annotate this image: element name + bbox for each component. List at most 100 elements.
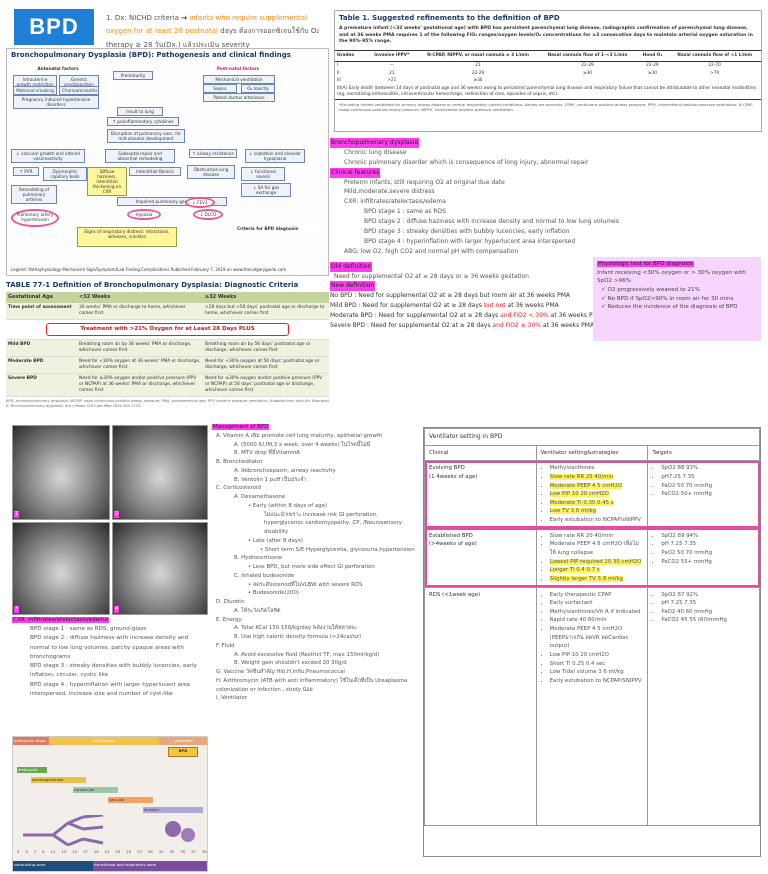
setting-text: Methylxanthines/Vit A if indicated	[549, 608, 641, 615]
nichd-criteria: 1. Dx: NICHD criteria → infants who requ…	[106, 12, 324, 52]
setting-item: Moderate Ti 0.35 0.45 s	[549, 499, 644, 508]
setting-item: Early therapeutic CPAP	[550, 591, 644, 600]
pathogenesis-box: Signs of respiratory distress: retractio…	[77, 227, 177, 247]
ventilator-row: Evolving BPD(1 4weeks of age)Methylxanth…	[424, 460, 760, 529]
management-subitem: B. Weight gain shouldn't exceed 20 30g/d	[234, 660, 347, 667]
management-list: A. Vitamin A เพิ่ม promote cell lung mat…	[212, 432, 417, 703]
table1-cell	[636, 77, 668, 85]
setting-text: Lowest PIP required 20 30 cmH2O	[549, 558, 642, 565]
old-def-line: Need for supplemental O2 at ≥ 28 days or…	[334, 272, 529, 280]
management-item: F. Fluid	[216, 642, 235, 649]
setting-text: Moderate PEEP 4 5 cmH2O	[549, 482, 623, 489]
week-tick: 33	[169, 849, 175, 854]
week-tick: 27	[137, 849, 142, 854]
management-subitem: B. Use high caloric density formula (>24…	[234, 634, 362, 640]
target-item: PaCO2 55+ mmHg	[661, 558, 755, 567]
ventilator-row: Established BPD(>4weeks of age)Slow rate…	[424, 527, 760, 588]
settings-cell: Early therapeutic CPAPEarly surfactantMe…	[535, 586, 649, 826]
setting-text: Early extubation to NCPAP/SNIPPV	[549, 677, 642, 684]
xray-line: BPD stage 2 : diffuse haziness with incr…	[30, 635, 189, 660]
moderate-bpd-tail: at 36 weeks PMA	[548, 312, 602, 320]
stage-line: BPD stage 2 : diffuse haziness with incr…	[364, 218, 619, 226]
moderate-bpd-text: Moderate BPD : Need for supplemental O2 …	[330, 312, 501, 320]
table1-footnote: *Excluding infants ventilated for primar…	[339, 101, 754, 112]
target-item: PaCO2 45 55 (60)mmHg	[661, 616, 755, 625]
setting-text: Moderate PEEP 4 8 cmH2O เพื่อไม่ให้ lung…	[549, 541, 639, 556]
physiologic-test-box: Physiologic test for BPD diagnosis Infan…	[593, 257, 761, 341]
severe-bpd-text: Severe BPD : Need for supplemental O2 at…	[330, 322, 493, 330]
lungdev-top-label: embryonic stage	[13, 737, 49, 745]
bpd-line: Chronic lung disease	[344, 148, 407, 156]
bpd-line: Chronic pulmonary disorder which is cons…	[344, 158, 589, 166]
management-subitem: B. MTV drop ที่มีVitaminA	[234, 450, 300, 457]
lungdev-stage: alveolar	[143, 807, 203, 813]
diagnostic-criteria-table: TABLE 77-1 Definition of Bronchopulmonar…	[6, 281, 329, 408]
physio-line: Infant receiving <30% oxygen or > 30% ox…	[597, 269, 746, 285]
stage-line: BPD stage 3 : streaky densities with bub…	[364, 228, 570, 236]
management-subitem: B. Ventolin 1 puff เป็นประจำ	[234, 476, 307, 483]
week-tick: 39	[201, 849, 207, 854]
clinical-text: RDS (<1week age)	[429, 591, 481, 598]
week-tick: 25	[126, 849, 132, 854]
table1-cell: >70	[710, 70, 720, 76]
xray-line: BPD stage 3 : streaky densities with bub…	[30, 663, 197, 679]
setting-text: Low TV 3 6 ml/kg	[549, 508, 597, 515]
setting-text: Early therapeutic CPAP	[549, 591, 612, 598]
management-item: E. Energy	[216, 616, 242, 623]
xray-line: BPD stage 1 : same as RDS, ground-glass	[30, 626, 147, 633]
pathogenesis-box: ↓ FEV1	[185, 197, 215, 209]
setting-text: Moderate PEEP 4 5 cmH2O (PEEPมากเกิน ลดV…	[549, 626, 629, 650]
target-item: SpO2 89 94%	[661, 532, 755, 541]
cxr-label: CXR: infiltrates/atelectasis/edema	[344, 198, 446, 206]
pathogenesis-box: Maternal smoking	[13, 86, 57, 96]
xray-image: 4	[112, 522, 208, 615]
target-item: PaO2 40 60 mmHg	[661, 608, 755, 617]
stage-line: BPD stage 1 : same as RDS	[364, 208, 447, 216]
week-tick: 17	[83, 849, 88, 854]
table77-footnote: BPD, bronchopulmonary dysplasia; NCPAP, …	[6, 399, 329, 408]
airway-tree-icon	[23, 815, 195, 847]
table77-caption: TABLE 77-1 Definition of Bronchopulmonar…	[6, 281, 299, 289]
management-section: Management of BPD A. Vitamin A เพิ่ม pro…	[212, 423, 417, 703]
setting-item: Low PIP 10 20 cmH2O	[550, 651, 644, 660]
physio-check: Reduces the incidence of the diagnosis o…	[607, 304, 738, 311]
management-item: I. Ventilator	[216, 695, 248, 702]
setting-text: Moderate Ti 0.35 0.45 s	[549, 499, 614, 506]
new-def-heading: New definition	[330, 281, 376, 292]
management-item: A. Vitamin A เพิ่ม promote cell lung mat…	[216, 432, 383, 439]
pathogenesis-box: ↓ vascular growth and altered vasoreacti…	[11, 149, 85, 164]
week-tick: 11	[50, 849, 56, 854]
pathogenesis-box: ↑ airway resistance	[189, 149, 237, 159]
management-subitem: A. ลดbronchospasm, airway reactivity	[234, 467, 336, 474]
xray-line: BPD stage 4 : hyperinflation with larger…	[30, 681, 190, 697]
table77-cell: 36 weeks' PMA or discharge to home, whic…	[77, 303, 204, 321]
target-item: pH 7.25 7.35	[661, 599, 755, 608]
setting-item: Slow rate RR 25 40/min	[549, 473, 644, 482]
table1-header: Nasal cannula flow of <1 L/min	[668, 50, 761, 62]
target-item: SpO2 87 92%	[661, 591, 755, 600]
management-item: C. Corticosteroid	[216, 485, 261, 492]
management-subitem: A. Dexamethasone	[234, 494, 286, 500]
physio-check: No BPD if SpO2>90% in room air for 30 mi…	[607, 295, 734, 302]
pathogenesis-box: ↓ SA for gas exchange	[241, 183, 291, 198]
week-tick: 21	[104, 849, 110, 854]
table1-cell: 22-29	[581, 62, 594, 68]
physio-heading: Physiologic test for BPD diagnosis	[597, 261, 694, 267]
physio-check: O2 progressively weaned to 21%	[607, 286, 700, 293]
check-icon: ✓	[601, 304, 606, 311]
table77-cell: Severe BPD	[6, 373, 78, 398]
table77-cell: Need for ≥30% oxygen and/or positive pre…	[203, 373, 329, 398]
ventilator-table: Ventilator setting in BPD Clinical Venti…	[423, 427, 761, 857]
pathogenesis-box: Chorioamnionitis	[59, 86, 99, 96]
table1-cell: III	[337, 78, 341, 84]
clinical-line: Preterm infants, still requiring O2 at o…	[344, 178, 505, 186]
table77-cell: Time point of assessment	[6, 303, 78, 321]
table77-cell: Need for <30% oxygen at 36 weeks' PMA or…	[77, 356, 204, 375]
management-subitem: ไม่แนะนำเพราะ increase risk GI perforati…	[264, 511, 402, 536]
table77-cell: Need for ≥30% oxygen and/or positive pre…	[77, 373, 204, 398]
setting-text: Rapid rate 40 60/min	[549, 617, 607, 624]
mild-bpd-tail: at 36 weeks PMA	[505, 302, 559, 310]
setting-text: Low PIP 10 20 cmH2O	[549, 652, 609, 659]
table1-header: Grades	[335, 50, 367, 62]
week-tick: 9	[42, 849, 45, 854]
